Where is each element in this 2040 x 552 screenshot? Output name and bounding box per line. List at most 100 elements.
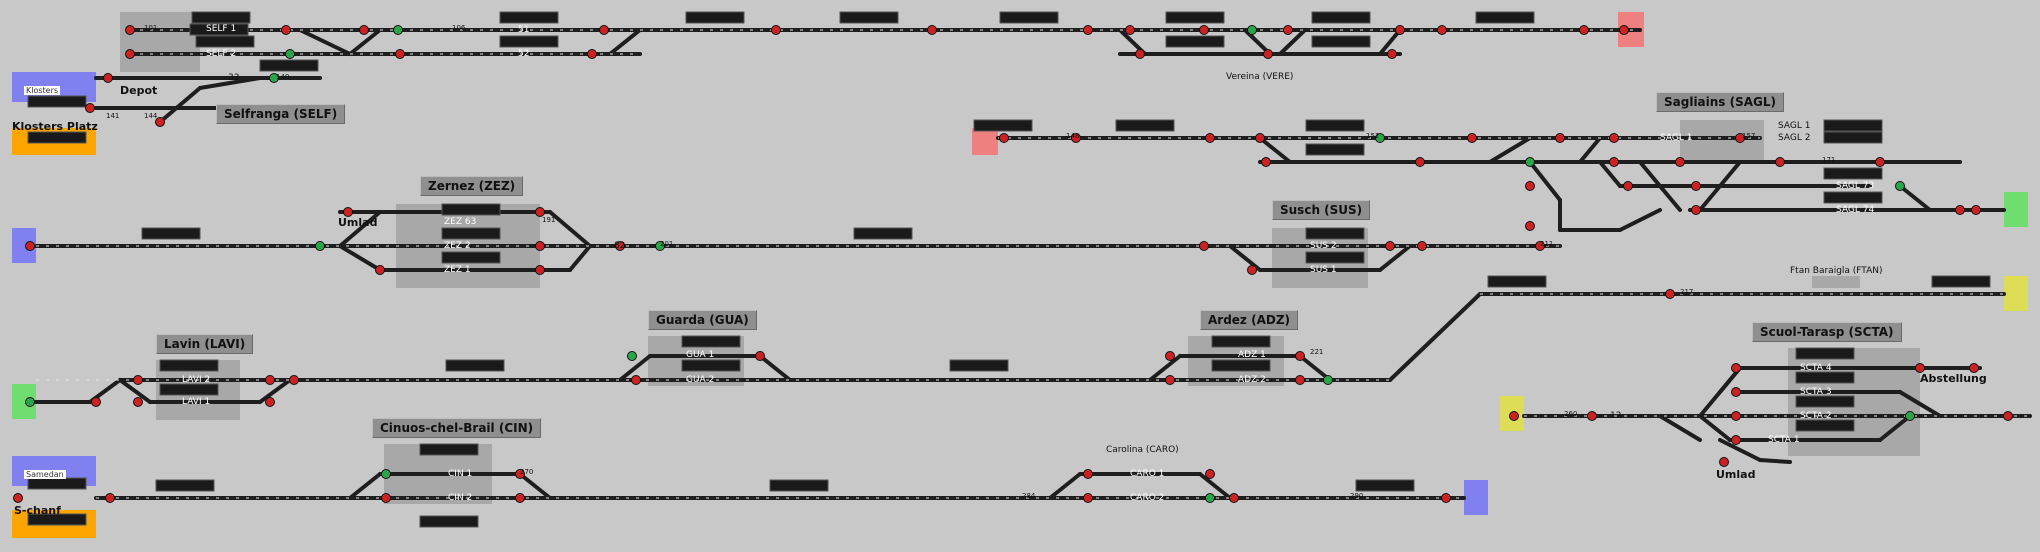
signal-lamp[interactable]: [1135, 49, 1145, 59]
track-sagl-73[interactable]: SAGL 73: [1836, 181, 1875, 191]
track-scta-1[interactable]: SCTA 1: [1768, 435, 1800, 445]
signal-lamp[interactable]: [535, 265, 545, 275]
signal-lamp[interactable]: [1083, 493, 1093, 503]
signal-lamp[interactable]: [927, 25, 937, 35]
track-scta-2[interactable]: SCTA 2: [1800, 411, 1832, 421]
signal-lamp[interactable]: [1199, 25, 1209, 35]
signal-lamp[interactable]: [1969, 363, 1979, 373]
block-indicator[interactable]: [441, 251, 501, 264]
track-sagl-1a[interactable]: SAGL 1: [1660, 133, 1693, 143]
block-indicator[interactable]: [159, 383, 219, 396]
track-gua-1[interactable]: GUA 1: [686, 350, 715, 360]
signal-lamp[interactable]: [535, 207, 545, 217]
signal-lamp[interactable]: [1731, 435, 1741, 445]
signal-lamp[interactable]: [103, 73, 113, 83]
signal-lamp[interactable]: [1415, 157, 1425, 167]
block-indicator[interactable]: [1305, 251, 1365, 264]
signal-lamp[interactable]: [1261, 157, 1271, 167]
signal-lamp[interactable]: [599, 25, 609, 35]
block-indicator[interactable]: [973, 119, 1033, 132]
station-label-guarda[interactable]: Guarda (GUA): [648, 310, 757, 330]
signal-lamp[interactable]: [133, 375, 143, 385]
signal-lamp[interactable]: [999, 133, 1009, 143]
track-82[interactable]: 82: [614, 241, 626, 251]
block-indicator[interactable]: [1823, 119, 1883, 132]
signal-lamp[interactable]: [269, 73, 279, 83]
signal-lamp[interactable]: [289, 375, 299, 385]
signal-lamp[interactable]: [1525, 221, 1535, 231]
track-gua-2[interactable]: GUA 2: [686, 375, 715, 385]
signal-lamp[interactable]: [375, 265, 385, 275]
signal-lamp[interactable]: [1875, 157, 1885, 167]
signal-lamp[interactable]: [587, 49, 597, 59]
signal-lamp[interactable]: [515, 493, 525, 503]
signal-lamp[interactable]: [1283, 25, 1293, 35]
signal-lamp[interactable]: [1323, 375, 1333, 385]
signal-lamp[interactable]: [1525, 181, 1535, 191]
block-indicator[interactable]: [195, 35, 255, 48]
signal-lamp[interactable]: [615, 241, 625, 251]
signal-lamp[interactable]: [1525, 157, 1535, 167]
signal-lamp[interactable]: [133, 397, 143, 407]
block-indicator[interactable]: [445, 359, 505, 372]
signal-lamp[interactable]: [25, 241, 35, 251]
block-indicator[interactable]: [681, 335, 741, 348]
block-indicator[interactable]: [769, 479, 829, 492]
block-indicator[interactable]: [1823, 191, 1883, 204]
track-52[interactable]: 52: [518, 49, 530, 59]
signal-lamp[interactable]: [1375, 133, 1385, 143]
signal-lamp[interactable]: [281, 25, 291, 35]
block-indicator[interactable]: [189, 23, 249, 36]
block-indicator[interactable]: [259, 59, 319, 72]
signal-lamp[interactable]: [1263, 49, 1273, 59]
track-caro-2[interactable]: CARO 2: [1130, 493, 1165, 503]
track-self-1[interactable]: SELF 1: [206, 24, 237, 34]
block-indicator[interactable]: [1795, 419, 1855, 432]
track-caro-1[interactable]: CARO 1: [1130, 469, 1165, 479]
signal-lamp[interactable]: [1579, 25, 1589, 35]
signal-lamp[interactable]: [1387, 49, 1397, 59]
track-zez-2[interactable]: ZEZ 2: [444, 241, 471, 251]
block-indicator[interactable]: [159, 359, 219, 372]
block-indicator[interactable]: [141, 227, 201, 240]
block-indicator[interactable]: [1165, 11, 1225, 24]
signal-lamp[interactable]: [125, 25, 135, 35]
block-indicator[interactable]: [441, 227, 501, 240]
station-label-sagliains[interactable]: Sagliains (SAGL): [1656, 92, 1785, 112]
signal-lamp[interactable]: [1623, 181, 1633, 191]
block-indicator[interactable]: [419, 515, 479, 528]
signal-lamp[interactable]: [1775, 157, 1785, 167]
signal-lamp[interactable]: [1535, 241, 1545, 251]
signal-lamp[interactable]: [1205, 493, 1215, 503]
signal-lamp[interactable]: [1385, 241, 1395, 251]
station-label-susch[interactable]: Susch (SUS): [1272, 200, 1371, 220]
signal-lamp[interactable]: [343, 207, 353, 217]
block-indicator[interactable]: [1115, 119, 1175, 132]
block-indicator[interactable]: [1311, 11, 1371, 24]
track-adz-1[interactable]: ADZ 1: [1238, 350, 1266, 360]
signal-lamp[interactable]: [1247, 25, 1257, 35]
signal-lamp[interactable]: [515, 469, 525, 479]
boundary-ftan-east[interactable]: [2004, 276, 2028, 311]
boundary-sagl-east[interactable]: [2004, 192, 2028, 227]
signal-lamp[interactable]: [1619, 25, 1629, 35]
signal-lamp[interactable]: [85, 103, 95, 113]
signal-lamp[interactable]: [2003, 411, 2013, 421]
block-indicator[interactable]: [999, 11, 1059, 24]
signal-lamp[interactable]: [1083, 469, 1093, 479]
signal-lamp[interactable]: [1719, 457, 1729, 467]
block-indicator[interactable]: [1823, 131, 1883, 144]
signal-lamp[interactable]: [1083, 25, 1093, 35]
signal-lamp[interactable]: [755, 351, 765, 361]
signal-lamp[interactable]: [393, 25, 403, 35]
signal-lamp[interactable]: [125, 49, 135, 59]
track-33[interactable]: 33: [228, 73, 240, 83]
signal-lamp[interactable]: [1905, 411, 1915, 421]
boundary-caro-east[interactable]: [1464, 480, 1488, 515]
signal-lamp[interactable]: [1587, 411, 1597, 421]
signal-lamp[interactable]: [395, 49, 405, 59]
track-zez-63[interactable]: ZEZ 63: [444, 217, 477, 227]
signal-lamp[interactable]: [155, 117, 165, 127]
signal-lamp[interactable]: [1205, 133, 1215, 143]
signal-lamp[interactable]: [1675, 157, 1685, 167]
